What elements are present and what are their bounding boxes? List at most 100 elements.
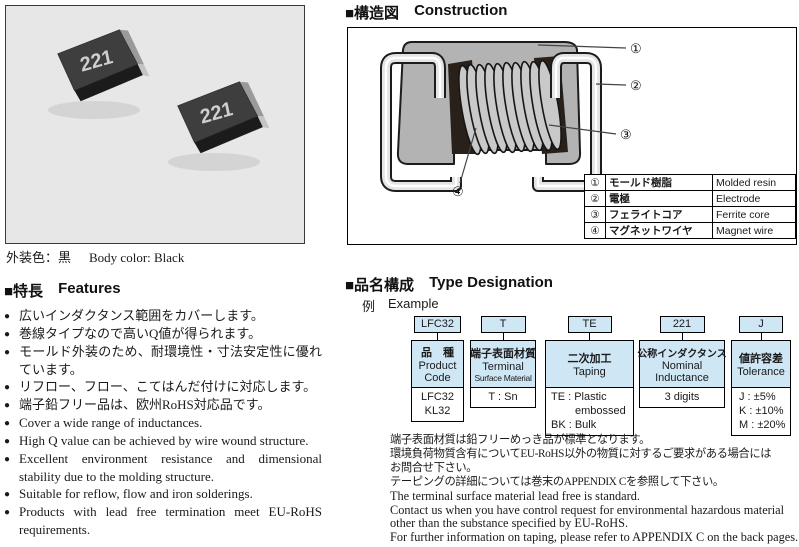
- features-list: ● 広いインダクタンス範囲をカバーします。 ● 巻線タイプなので高いQ値が得られます…: [4, 307, 322, 538]
- type-designation-heading-en: Type Designation: [429, 274, 553, 291]
- bullet-icon: ●: [4, 436, 11, 447]
- type-designation-heading: ■品名構成 Type Designation: [345, 274, 553, 295]
- field-value: K : ±10%: [739, 405, 784, 417]
- features-section: ■特長 Features ● 広いインダクタンス範囲をカバーします。 ● 巻線タイプ…: [4, 280, 322, 538]
- legend-num: ③: [584, 206, 606, 223]
- chip-edge: [119, 29, 144, 65]
- chip-edge: [239, 81, 264, 117]
- field-box: 二次加工 Taping TE : Plastic embossed BK : B…: [545, 340, 634, 436]
- legend-row: ① モールド樹脂 Molded resin: [584, 174, 796, 191]
- chip-top-face: [57, 29, 139, 91]
- feature-text: 端子鉛フリー品は、欧州RoHS対応品です。: [19, 397, 271, 412]
- field-tolerance: J 値許容差 Tolerance J : ±5% K : ±10% M : ±2…: [731, 316, 791, 436]
- field-value: KL32: [424, 405, 451, 417]
- feature-text: Suitable for reflow, flow and iron solde…: [19, 486, 253, 501]
- legend-num: ①: [584, 174, 606, 191]
- callout-1-icon: ①: [630, 41, 642, 56]
- construction-heading-en: Construction: [414, 2, 508, 19]
- connector-line: [681, 333, 683, 340]
- connector-line: [502, 333, 504, 340]
- chip-top-face: [177, 81, 259, 143]
- code-box: 221: [659, 316, 705, 333]
- legend-row: ② 電極 Electrode: [584, 190, 796, 207]
- field-header: 二次加工 Taping: [546, 341, 633, 388]
- field-label-en: Taping: [573, 366, 606, 378]
- field-header: 値許容差 Tolerance: [732, 341, 790, 388]
- feature-item: ● 端子鉛フリー品は、欧州RoHS対応品です。: [4, 396, 322, 414]
- construction-heading: ■構造図 Construction: [345, 2, 507, 23]
- legend-en: Magnet wire: [712, 222, 796, 239]
- note-line: Contact us when you have control request…: [390, 502, 785, 517]
- callout-4-icon: ④: [452, 184, 464, 199]
- field-label-en: Nominal: [661, 359, 703, 372]
- field-values: TE : Plastic embossed BK : Bulk: [546, 388, 633, 435]
- field-taping: TE 二次加工 Taping TE : Plastic embossed BK …: [545, 316, 634, 436]
- feature-text: Cover a wide range of inductances.: [19, 415, 203, 430]
- type-designation-diagram: LFC32 品 種 Product Code LFC32 KL32 T 端子表: [405, 316, 798, 436]
- field-box: 値許容差 Tolerance J : ±5% K : ±10% M : ±20%: [731, 340, 791, 436]
- example-label: 例 Example: [362, 296, 439, 315]
- feature-item: ●Excellent environment resistance and di…: [4, 450, 322, 485]
- note-line: For further information on taping, pleas…: [390, 530, 799, 545]
- code-box: TE: [567, 316, 612, 333]
- product-photo: 221 221: [5, 5, 305, 244]
- feature-item: ● Suitable for reflow, flow and iron sold…: [4, 485, 322, 503]
- note-line: テーピングの詳細については巻末のAPPENDIX Cを参照して下さい。: [390, 475, 724, 488]
- field-value: J : ±5%: [739, 391, 776, 403]
- bullet-icon: ●: [4, 507, 11, 518]
- bullet-icon: ●: [4, 400, 11, 411]
- note-line: other than the substance specified by EU…: [390, 516, 629, 531]
- feature-text: 広いインダクタンス範囲をカバーします。: [19, 308, 264, 323]
- coil-winding: [458, 59, 562, 156]
- bullet-icon: ●: [4, 311, 11, 322]
- field-value: embossed: [575, 405, 626, 417]
- field-box: 品 種 Product Code LFC32 KL32: [411, 340, 464, 422]
- field-label-en: Terminal: [482, 361, 524, 373]
- field-values: T : Sn: [471, 388, 535, 407]
- code-box: LFC32: [414, 316, 461, 333]
- field-box: 公称インダクタンス Nominal Inductance 3 digits: [637, 340, 727, 408]
- callout-3-icon: ③: [620, 127, 632, 142]
- type-designation-heading-jp: ■品名構成: [345, 277, 415, 294]
- field-terminal-material: T 端子表面材質 Terminal Surface Material T : S…: [470, 316, 536, 408]
- feature-item: ●High Q value can be achieved by wire wo…: [4, 432, 322, 450]
- chip-inductor-1: 221: [57, 29, 150, 102]
- example-label-en: Example: [388, 296, 439, 311]
- feature-item: ● 広いインダクタンス範囲をカバーします。: [4, 307, 322, 325]
- features-heading: ■特長 Features: [4, 280, 322, 301]
- feature-item: ●リフロー、フロー、こてはんだ付けに対応します。: [4, 378, 322, 396]
- feature-item: ● 巻線タイプなので高いQ値が得られます。: [4, 325, 322, 343]
- bullet-icon: ●: [4, 489, 11, 500]
- body-color-label-jp: 外装色：黒: [6, 250, 72, 265]
- field-label-jp: 公称インダクタンス: [637, 348, 727, 360]
- bullet-icon: ●: [4, 382, 11, 393]
- field-value: LFC32: [420, 391, 455, 403]
- field-nominal-inductance: 221 公称インダクタンス Nominal Inductance 3 digit…: [637, 316, 727, 408]
- chip-inductor-2: 221: [177, 81, 270, 154]
- chip-terminal: [137, 64, 150, 77]
- field-header: 端子表面材質 Terminal Surface Material: [470, 341, 536, 388]
- field-value: T : Sn: [488, 391, 518, 403]
- bullet-icon: ●: [4, 329, 11, 340]
- field-value: TE : Plastic: [551, 391, 607, 403]
- chip-front-face: [194, 116, 263, 154]
- legend-jp: モールド樹脂: [605, 174, 713, 191]
- chip-shadow: [48, 101, 140, 119]
- construction-diagram: ① ② ③ ④ ① モールド樹脂 Molded resin ② 電極 Elect…: [347, 27, 797, 245]
- bullet-icon: ●: [4, 454, 11, 465]
- chip-shadow: [168, 153, 260, 171]
- code-box: T: [480, 316, 526, 333]
- feature-text: 巻線タイプなので高いQ値が得られます。: [19, 326, 262, 341]
- feature-text: モールド外装のため、耐環境性・寸法安定性に優れています。: [19, 344, 322, 377]
- field-value: 3 digits: [664, 391, 700, 403]
- connector-line: [589, 333, 590, 340]
- field-values: LFC32 KL32: [412, 388, 463, 421]
- construction-legend-table: ① モールド樹脂 Molded resin ② 電極 Electrode ③ フ…: [584, 174, 796, 239]
- legend-num: ②: [584, 190, 606, 207]
- example-label-jp: 例: [362, 299, 376, 314]
- feature-item: ●Products with lead free termination mee…: [4, 503, 322, 538]
- field-label-jp: 二次加工: [567, 353, 612, 365]
- chip-front-face: [74, 64, 143, 102]
